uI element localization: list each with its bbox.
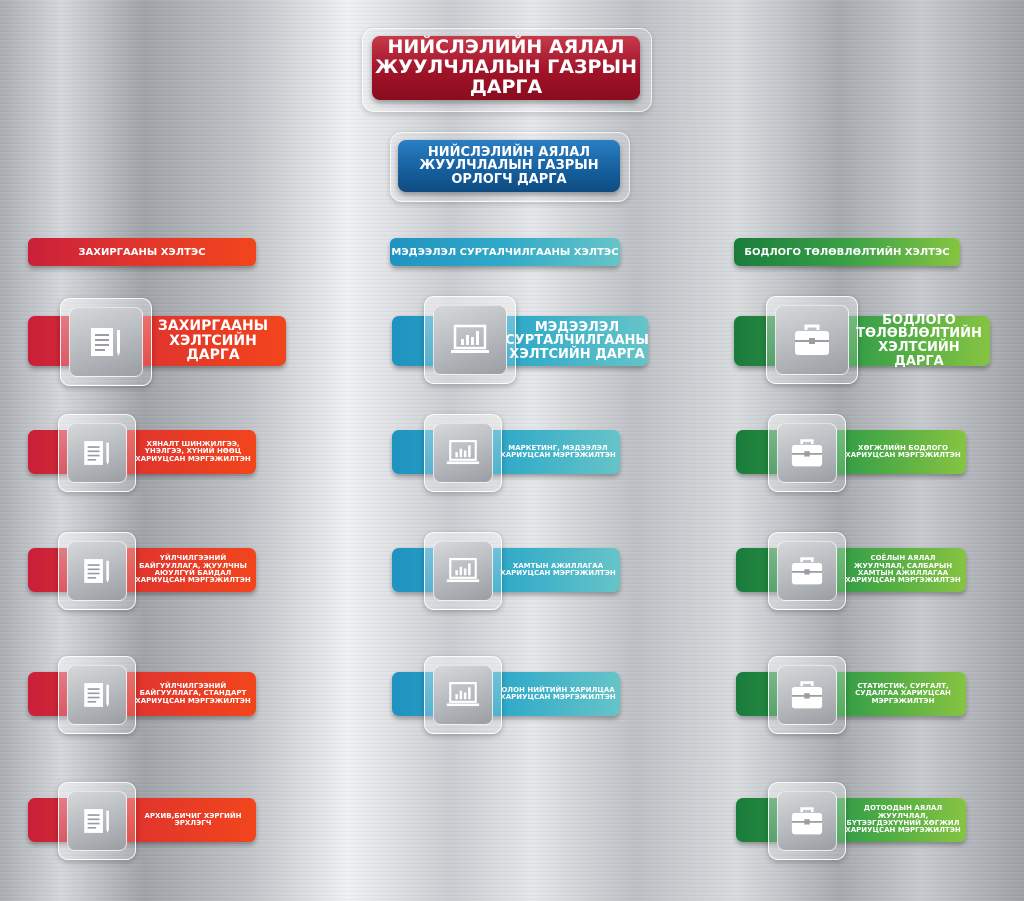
presentation-chart-icon — [446, 558, 480, 583]
document-pen-icon — [91, 328, 120, 356]
briefcase-icon — [791, 557, 823, 585]
info-head-tile — [424, 296, 516, 384]
admin-role-label-3: ҮЙЛЧИЛГЭЭНИЙ БАЙГУУЛЛАГА, СТАНДАРТ ХАРИУ… — [135, 681, 251, 705]
info-head-label: МЭДЭЭЛЭЛ СУРТАЛЧИЛГААНЫ ХЭЛТСИЙН ДАРГА — [505, 319, 649, 362]
info-role-label-2: ХАМТЫН АЖИЛЛАГАА ХАРИУЦСАН МЭРГЭЖИЛТЭН — [500, 561, 616, 577]
info-role-bar-2: ХАМТЫН АЖИЛЛАГАА ХАРИУЦСАН МЭРГЭЖИЛТЭН — [392, 548, 620, 592]
dept-header-info: МЭДЭЭЛЭЛ СУРТАЛЧИЛГААНЫ ХЭЛТЭС — [390, 238, 620, 266]
info-role-tile-1 — [424, 414, 502, 492]
dept-header-policy: БОДЛОГО ТӨЛӨВЛӨЛТИЙН ХЭЛТЭС — [734, 238, 960, 266]
document-pen-icon — [84, 559, 109, 583]
policy-head-label: БОДЛОГО ТӨЛӨВЛӨЛТИЙН ХЭЛТСИЙН ДАРГА — [856, 312, 982, 369]
policy-head-tile — [766, 296, 858, 384]
policy-role-label-4: ДОТООДЫН АЯЛАЛ ЖУУЛЧЛАЛ, БҮТЭЭГДЭХҮҮНИЙ … — [845, 804, 961, 835]
dept-header-admin: ЗАХИРГААНЫ ХЭЛТЭС — [28, 238, 256, 266]
presentation-chart-icon — [451, 324, 489, 353]
policy-role-tile-3 — [768, 656, 846, 734]
briefcase-icon — [791, 439, 823, 467]
policy-role-tile-1 — [768, 414, 846, 492]
policy-role-tile-4 — [768, 782, 846, 860]
briefcase-icon — [791, 807, 823, 835]
policy-role-bar-4: ДОТООДЫН АЯЛАЛ ЖУУЛЧЛАЛ, БҮТЭЭГДЭХҮҮНИЙ … — [736, 798, 966, 842]
policy-role-bar-3: СТАТИСТИК, СУРГАЛТ, СУДАЛГАА ХАРИУЦСАН М… — [736, 672, 966, 716]
info-role-label-1: МАРКЕТИНГ, МЭДЭЭЛЭЛ ХАРИУЦСАН МЭРГЭЖИЛТЭ… — [500, 443, 616, 459]
admin-head-tile — [60, 298, 152, 386]
policy-role-tile-2 — [768, 532, 846, 610]
admin-role-bar-1: ХЯНАЛТ ШИНЖИЛГЭЭ, ҮНЭЛГЭЭ, ХҮНИЙ НӨӨЦ ХА… — [28, 430, 256, 474]
admin-role-tile-1 — [58, 414, 136, 492]
info-role-bar-3: ОЛОН НИЙТИЙН ХАРИЛЦАА ХАРИУЦСАН МЭРГЭЖИЛ… — [392, 672, 620, 716]
admin-head-label: ЗАХИРГААНЫ ХЭЛТСИЙН ДАРГА — [157, 317, 269, 364]
policy-role-label-3: СТАТИСТИК, СУРГАЛТ, СУДАЛГАА ХАРИУЦСАН М… — [855, 681, 951, 705]
info-role-tile-3 — [424, 656, 502, 734]
briefcase-icon — [791, 681, 823, 709]
admin-role-tile-2 — [58, 532, 136, 610]
admin-role-bar-2: ҮЙЛЧИЛГЭЭНИЙ БАЙГУУЛЛАГА, ЖУУЛЧНЫ АЮУЛГҮ… — [28, 548, 256, 592]
policy-role-label-1: ХӨГЖЛИЙН БОДЛОГО ХАРИУЦСАН МЭРГЭЖИЛТЭН — [845, 443, 961, 459]
admin-role-label-1: ХЯНАЛТ ШИНЖИЛГЭЭ, ҮНЭЛГЭЭ, ХҮНИЙ НӨӨЦ ХА… — [135, 439, 251, 463]
info-role-bar-1: МАРКЕТИНГ, МЭДЭЭЛЭЛ ХАРИУЦСАН МЭРГЭЖИЛТЭ… — [392, 430, 620, 474]
admin-role-label-2: ҮЙЛЧИЛГЭЭНИЙ БАЙГУУЛЛАГА, ЖУУЛЧНЫ АЮУЛГҮ… — [135, 554, 251, 585]
admin-role-label-4: АРХИВ,БИЧИГ ХЭРГИЙН ЭРХЛЭГЧ — [144, 811, 242, 827]
document-pen-icon — [84, 683, 109, 707]
admin-role-bar-4: АРХИВ,БИЧИГ ХЭРГИЙН ЭРХЛЭГЧ — [28, 798, 256, 842]
admin-role-bar-3: ҮЙЛЧИЛГЭЭНИЙ БАЙГУУЛЛАГА, СТАНДАРТ ХАРИУ… — [28, 672, 256, 716]
director-title: НИЙСЛЭЛИЙН АЯЛАЛ ЖУУЛЧЛАЛЫН ГАЗРЫН ДАРГА — [372, 36, 640, 100]
policy-role-bar-1: ХӨГЖЛИЙН БОДЛОГО ХАРИУЦСАН МЭРГЭЖИЛТЭН — [736, 430, 966, 474]
document-pen-icon — [84, 441, 109, 465]
info-role-label-3: ОЛОН НИЙТИЙН ХАРИЛЦАА ХАРИУЦСАН МЭРГЭЖИЛ… — [500, 685, 616, 701]
document-pen-icon — [84, 809, 109, 833]
deputy-title: НИЙСЛЭЛИЙН АЯЛАЛ ЖУУЛЧЛАЛЫН ГАЗРЫН ОРЛОГ… — [398, 140, 620, 192]
policy-role-bar-2: СОЁЛЫН АЯЛАЛ ЖУУЛЧЛАЛ, САЛБАРЫН ХАМТЫН А… — [736, 548, 966, 592]
policy-role-label-2: СОЁЛЫН АЯЛАЛ ЖУУЛЧЛАЛ, САЛБАРЫН ХАМТЫН А… — [845, 554, 961, 585]
presentation-chart-icon — [446, 682, 480, 707]
presentation-chart-icon — [446, 440, 480, 465]
info-role-tile-2 — [424, 532, 502, 610]
admin-role-tile-4 — [58, 782, 136, 860]
briefcase-icon — [795, 324, 829, 355]
admin-role-tile-3 — [58, 656, 136, 734]
